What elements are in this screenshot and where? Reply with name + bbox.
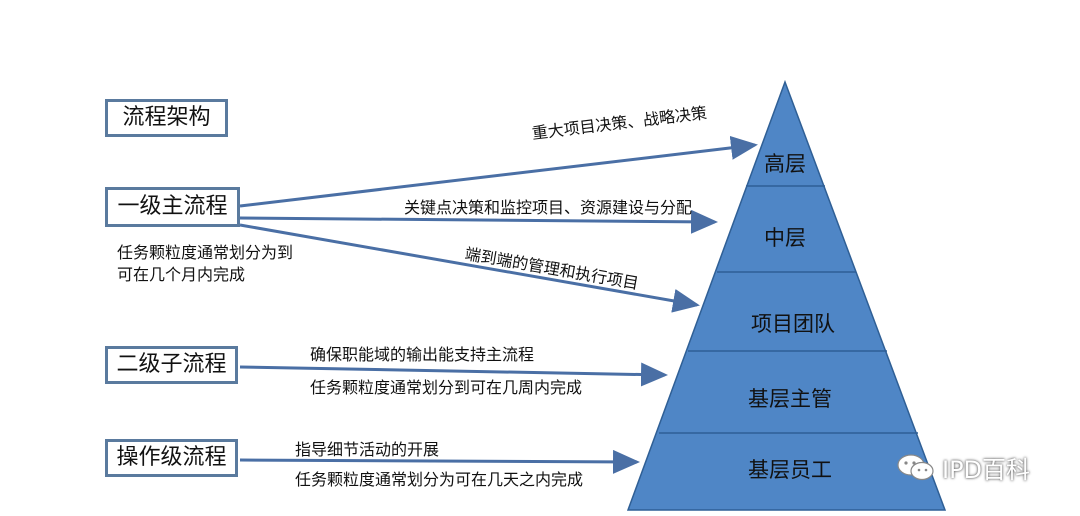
operation-process-box: 操作级流程 [105,439,238,477]
arrow-key-decision [239,209,718,234]
arrow-operation [239,449,640,474]
pyramid [626,79,947,511]
pyramid-shape [626,79,947,511]
pyramid-level-middle: 中层 [764,226,806,250]
arrow-project-execution [239,223,700,313]
architecture-label: 流程架构 [105,99,228,137]
operation-label-bottom: 任务颗粒度通常划分为可在几天之内完成 [295,470,584,489]
subprocess-label-top: 确保职能域的输出能支持主流程 [310,345,535,364]
pyramid-level-project-team: 项目团队 [751,312,835,336]
level1-note-line-1: 任务颗粒度通常划分为到 [117,243,294,262]
pyramid-level-top: 高层 [764,152,806,176]
pyramid-level-staff: 基层员工 [748,458,832,482]
level1-process-box: 一级主流程 [105,187,240,227]
level2-process-box: 二级子流程 [105,346,238,384]
arrow-top-decision [239,135,758,208]
subprocess-label-bottom: 任务颗粒度通常划分到可在几周内完成 [310,378,583,397]
pyramid-level-supervisor: 基层主管 [748,387,832,411]
arrow-subprocess [239,362,668,387]
watermark-text: IPD百科 [942,456,1031,484]
arrow-key-decision-label: 关键点决策和监控项目、资源建设与分配 [404,198,693,217]
level1-note: 任务颗粒度通常划分为到 可在几个月内完成 [117,242,293,286]
operation-label-top: 指导细节活动的开展 [295,440,440,459]
watermark: IPD百科 [896,450,1030,485]
level1-note-line-2: 可在几个月内完成 [117,265,246,284]
wechat-icon [897,453,934,480]
arrows [239,135,758,474]
